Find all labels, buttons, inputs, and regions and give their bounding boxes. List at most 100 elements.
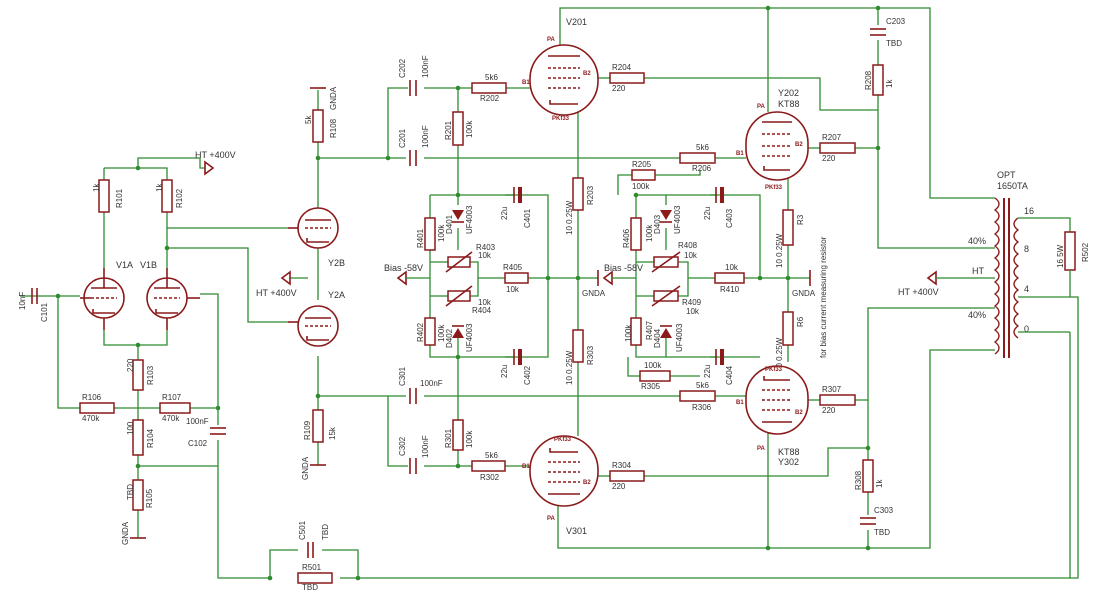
r202-label: R202 <box>480 94 500 103</box>
r208-label: R208 <box>864 70 873 90</box>
r408-value: 10k <box>684 251 698 260</box>
opt-tap-a: 40% <box>968 236 986 246</box>
r207-label: R207 <box>822 133 842 142</box>
c101: 10nF C101 <box>18 288 49 322</box>
r303-label: R303 <box>586 345 595 365</box>
d404-value: UF4003 <box>675 323 684 352</box>
r501-label: R501 <box>302 563 322 572</box>
c403-value: 22u <box>703 207 712 220</box>
gnd-label-3: GNDA <box>301 456 310 480</box>
r207-value: 220 <box>822 154 836 163</box>
c404-value: 22u <box>703 365 712 378</box>
r403-value: 10k <box>478 251 492 260</box>
r409: R409 10k <box>651 285 702 316</box>
gnd-1: GNDA <box>121 521 146 545</box>
c401: 22u C401 <box>500 187 532 228</box>
r306-value: 5k6 <box>696 381 709 390</box>
y302-pa: PA <box>757 446 766 452</box>
v1a-label: V1A <box>116 260 133 270</box>
r109: R109 15k <box>303 409 337 443</box>
r109-value: 15k <box>328 426 337 440</box>
r303-value: 10 0.25W <box>565 350 574 385</box>
opt-s4: 4 <box>1024 284 1029 294</box>
y302-label: Y302 <box>778 457 799 467</box>
c202: C202 100nF <box>398 55 430 96</box>
opt-s8: 8 <box>1024 244 1029 254</box>
c203-value: TBD <box>886 39 902 48</box>
junctions <box>55 5 881 581</box>
ht-label-2: HT +400V <box>256 288 297 298</box>
r107: R107 470k <box>159 393 191 423</box>
r304-label: R304 <box>612 461 632 470</box>
d404: D404 UF4003 <box>653 323 684 352</box>
tube-v301: PKf33 B1 B2 PA V301 <box>522 435 599 536</box>
r201: R201 100k <box>444 111 474 146</box>
gnd-2: GNDA <box>310 86 338 110</box>
r203-value: 10 0.25W <box>565 200 574 235</box>
d403-value: UF4003 <box>673 205 682 234</box>
c201: C201 100nF <box>398 125 430 166</box>
bias-label-1: Bias -58V <box>384 263 423 273</box>
tube-y302: PKf33 B1 B2 PA KT88 Y302 <box>736 365 809 467</box>
y202-label: Y202 <box>778 88 799 98</box>
ht-rail-1: HT +400V <box>195 150 236 176</box>
c202-value: 100nF <box>421 55 430 78</box>
r410: 10k R410 <box>714 263 745 294</box>
r502-value: 16 5W <box>1056 244 1065 268</box>
r6-label: R6 <box>796 316 805 327</box>
c203: C203 TBD <box>870 17 906 48</box>
r108-value: 5k <box>304 115 313 124</box>
gnd-4: GNDA <box>582 270 606 298</box>
opt-s0: 0 <box>1024 324 1029 334</box>
r109-label: R109 <box>303 420 312 440</box>
r402-label: R402 <box>416 322 425 342</box>
r204-value: 220 <box>612 84 626 93</box>
r203-label: R203 <box>586 185 595 205</box>
r408-label: R408 <box>678 241 698 250</box>
r301: R301 100k <box>444 419 474 451</box>
c301-label: C301 <box>398 366 407 386</box>
r404-value: 10k <box>478 298 492 307</box>
r306-label: R306 <box>692 403 712 412</box>
r205-value: 100k <box>632 182 650 191</box>
r207: R207 220 <box>819 133 856 163</box>
gnd-5: GNDA <box>792 270 816 298</box>
c302-label: C302 <box>398 436 407 456</box>
r206-value: 5k6 <box>696 143 709 152</box>
y2b-label: Y2B <box>328 258 345 268</box>
c102-label: C102 <box>188 439 208 448</box>
r105: R105 TBD <box>126 479 154 511</box>
r301-value: 100k <box>465 430 474 448</box>
v201-b1: B1 <box>522 80 530 86</box>
bias-label-2: Bias -58V <box>604 263 643 273</box>
y202-type: KT88 <box>778 99 800 109</box>
y302-tag: PKf33 <box>765 367 783 373</box>
r307-value: 220 <box>822 406 836 415</box>
opt-s16: 16 <box>1024 206 1034 216</box>
r407-value: 100k <box>624 324 633 342</box>
r301-label: R301 <box>444 428 453 448</box>
r501-value: TBD <box>302 583 318 592</box>
c402: 22u C402 <box>500 349 532 385</box>
r3-label: R3 <box>796 214 805 225</box>
d401-value: UF4003 <box>465 205 474 234</box>
gnd-label-4: GNDA <box>582 289 606 298</box>
tube-v1b: V1B <box>140 260 200 330</box>
tube-y2b: Y2B <box>288 207 345 268</box>
r406-value: 100k <box>645 224 654 242</box>
ht-rail-2: HT +400V <box>256 270 297 298</box>
r502: 16 5W R502 <box>1056 231 1090 297</box>
r101-label: R101 <box>115 188 124 208</box>
c201-value: 100nF <box>421 125 430 148</box>
r3-value: 10 0.25W <box>775 233 784 268</box>
r401-label: R401 <box>416 228 425 248</box>
r410-label: R410 <box>720 285 740 294</box>
v201-b2: B2 <box>583 71 591 77</box>
c303-value: TBD <box>874 528 890 537</box>
c403: 22u C403 <box>703 187 734 228</box>
d404-label: D404 <box>653 328 662 348</box>
d402-value: UF4003 <box>465 323 474 352</box>
r202: 5k6 R202 <box>471 73 507 103</box>
c202-label: C202 <box>398 58 407 78</box>
c403-label: C403 <box>725 208 734 228</box>
